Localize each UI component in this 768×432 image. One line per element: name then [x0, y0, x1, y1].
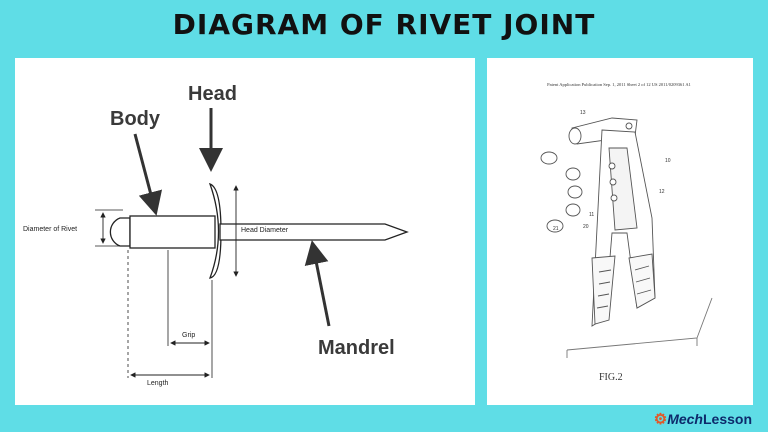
rivet-diagram: Diameter of Rivet Head Diameter Grip Len… — [23, 83, 409, 387]
patent-figure-panel: Patent Application Publication Sep. 1, 2… — [487, 58, 753, 405]
part-number-12: 12 — [659, 189, 665, 195]
logo-text-lesson: Lesson — [702, 411, 752, 427]
rivet-diagram-panel: Diameter of Rivet Head Diameter Grip Len… — [15, 58, 475, 405]
rivet-tool-drawing — [540, 117, 713, 358]
patent-drawing: Patent Application Publication Sep. 1, 2… — [540, 82, 713, 383]
mandrel-arrow — [304, 240, 331, 327]
rivet-shape — [109, 182, 409, 279]
label-mandrel: Mandrel — [318, 337, 395, 359]
label-length: Length — [147, 380, 169, 387]
mechlesson-logo: ⚙MechLesson — [654, 410, 752, 428]
label-head: Head — [188, 83, 237, 105]
label-diameter-of-rivet: Diameter of Rivet — [23, 226, 77, 233]
part-number-13: 13 — [580, 110, 586, 116]
gear-icon: ⚙ — [653, 411, 668, 428]
part-number-10: 10 — [665, 158, 671, 164]
page-title: DIAGRAM OF RIVET JOINT — [172, 8, 596, 41]
figure-label: FIG.2 — [599, 372, 623, 383]
label-grip: Grip — [182, 332, 195, 339]
part-number-20: 20 — [583, 224, 589, 230]
part-number-21: 21 — [553, 226, 559, 232]
label-body: Body — [110, 108, 161, 130]
patent-header: Patent Application Publication Sep. 1, 2… — [547, 82, 691, 88]
body-arrow — [133, 133, 163, 216]
logo-text-mech: Mech — [667, 411, 703, 427]
label-head-diameter: Head Diameter — [241, 227, 289, 234]
part-number-11: 11 — [589, 212, 594, 218]
